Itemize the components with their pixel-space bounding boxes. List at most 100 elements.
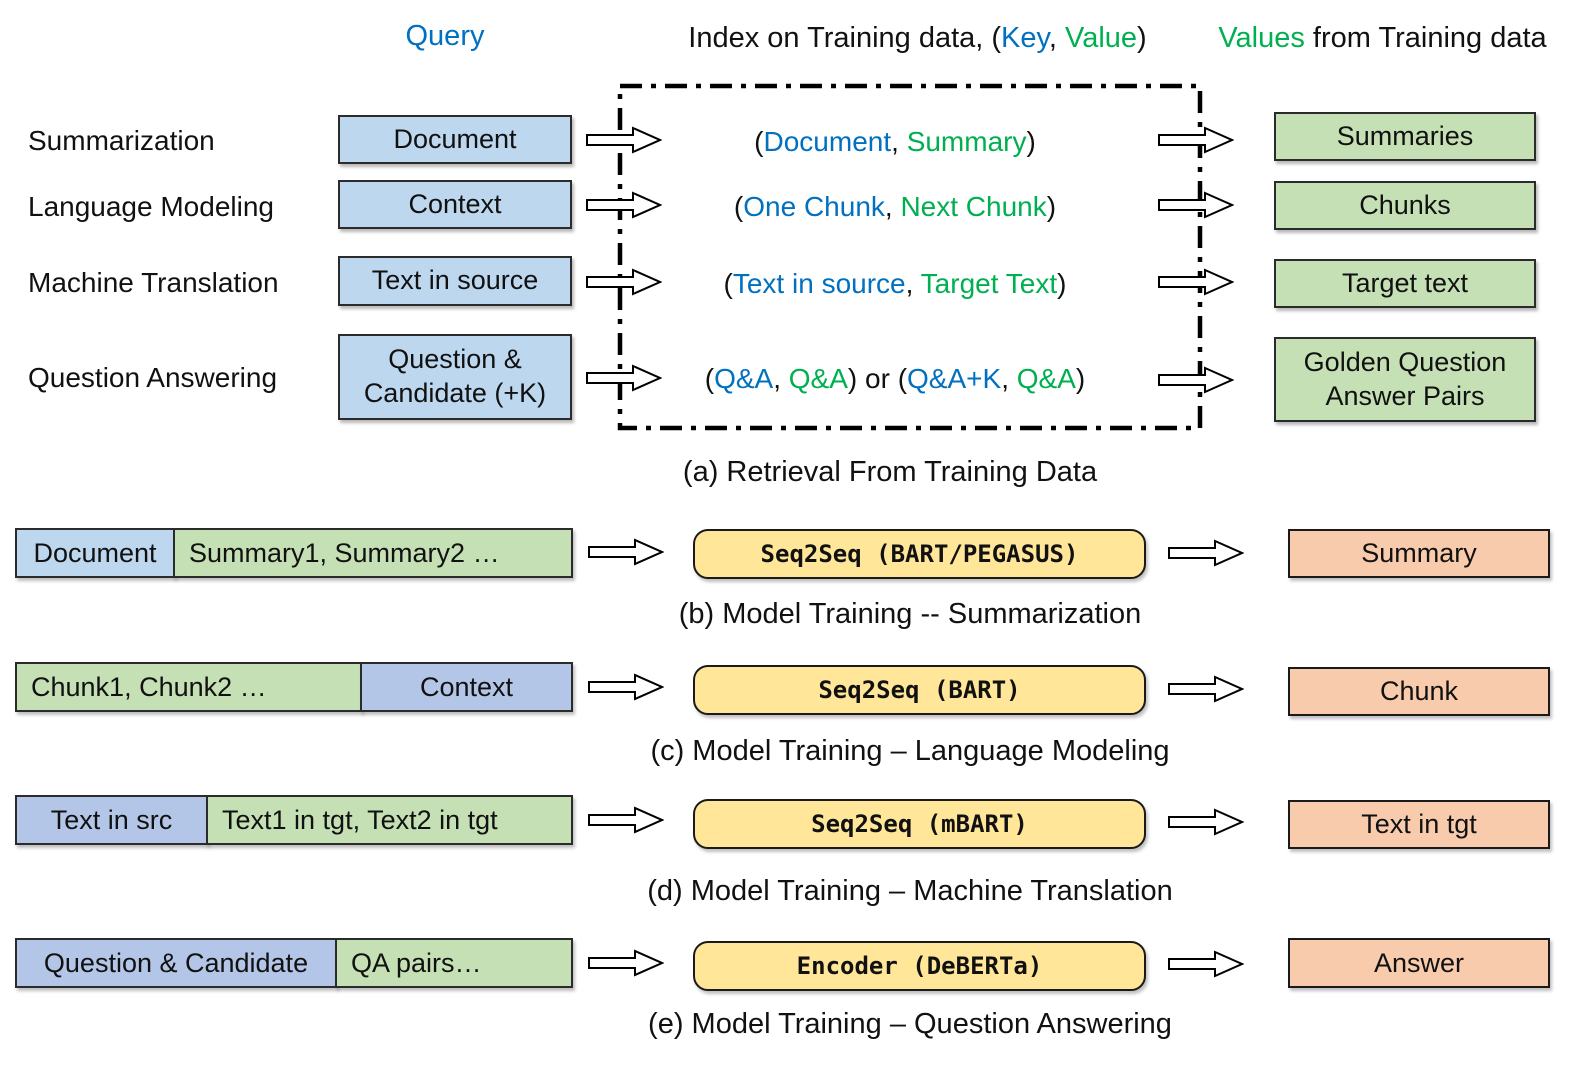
right-arrow-icon: [588, 673, 664, 701]
pair-comma: ,: [891, 126, 907, 157]
right-arrow-icon: [1158, 366, 1234, 394]
index-header-value: Value: [1065, 22, 1138, 54]
index-header-key: Key: [1001, 22, 1049, 54]
input-bar-question-answering: Question & Candidate QA pairs…: [15, 938, 573, 988]
index-header-prefix: Index on Training data, (: [688, 22, 1002, 54]
pair-close-paren: ): [1075, 363, 1086, 394]
model-label: Encoder (DeBERTa): [796, 952, 1043, 980]
segment-label: Question & Candidate: [43, 947, 309, 978]
caption-retrieval: (a) Retrieval From Training Data: [682, 456, 1098, 488]
output-box-chunk: Chunk: [1288, 667, 1550, 716]
result-box-label: Chunks: [1359, 189, 1451, 220]
result-box-chunks: Chunks: [1274, 181, 1536, 230]
pair-comma: ,: [905, 268, 921, 299]
model-box-seq2seq-bart-pegasus: Seq2Seq (BART/PEGASUS): [693, 529, 1146, 579]
caption-training-question-answering: (e) Model Training – Question Answering: [648, 1008, 1172, 1040]
query-box-label: Document: [393, 123, 517, 154]
input-segment-qa-pairs: QA pairs…: [335, 938, 573, 988]
model-box-seq2seq-mbart: Seq2Seq (mBART): [693, 799, 1146, 849]
segment-label: Text in src: [50, 804, 173, 835]
output-box-summary: Summary: [1288, 529, 1550, 578]
model-label: Seq2Seq (BART): [818, 676, 1021, 704]
model-label: Seq2Seq (BART/PEGASUS): [760, 540, 1079, 568]
input-segment-question-candidate: Question & Candidate: [15, 938, 337, 988]
query-column-header: Query: [405, 20, 485, 52]
task-label-language-modeling: Language Modeling: [28, 191, 274, 222]
right-arrow-icon: [586, 191, 662, 219]
output-label: Chunk: [1379, 676, 1459, 706]
pair-close-paren: ): [1046, 191, 1057, 222]
pair-comma: ,: [773, 363, 789, 394]
index-region-dashed-border: [617, 83, 1203, 431]
right-arrow-icon: [1168, 950, 1244, 978]
pair-key: One Chunk: [743, 191, 885, 222]
right-arrow-icon: [1158, 268, 1234, 296]
pair-open-paren: (: [704, 363, 715, 394]
pair-close-paren: ): [1026, 126, 1036, 157]
pair-open-paren: (: [754, 126, 764, 157]
query-box-document: Document: [338, 115, 572, 164]
input-segment-text-in-src: Text in src: [15, 795, 208, 845]
values-column-header: Values from Training data: [1195, 22, 1570, 55]
query-box-label: Question & Candidate (+K): [363, 344, 547, 408]
input-segment-summaries: Summary1, Summary2 …: [173, 528, 573, 578]
model-box-seq2seq-bart: Seq2Seq (BART): [693, 665, 1146, 715]
pair-value: Q&A: [788, 363, 848, 394]
task-label-question-answering: Question Answering: [28, 362, 278, 393]
pair-comma: ,: [884, 191, 901, 222]
pair-value: Summary: [906, 126, 1027, 157]
right-arrow-icon: [1168, 675, 1244, 703]
pair-value: Next Chunk: [900, 191, 1047, 222]
input-segment-context: Context: [360, 662, 573, 712]
pair-close-paren: ): [1057, 268, 1067, 299]
index-column-header: Index on Training data, (Key, Value): [635, 22, 1200, 55]
input-segment-chunks: Chunk1, Chunk2 …: [15, 662, 362, 712]
right-arrow-icon: [1158, 191, 1234, 219]
segment-label: Summary1, Summary2 …: [189, 537, 500, 568]
input-segment-document: Document: [15, 528, 175, 578]
index-header-suffix: ): [1137, 22, 1147, 54]
segment-label: Document: [33, 537, 157, 568]
values-header-highlight: Values: [1218, 22, 1305, 54]
result-box-label: Target text: [1341, 267, 1469, 298]
pair-open-paren: (: [723, 268, 733, 299]
pair-key: Q&A: [714, 363, 774, 394]
output-label: Answer: [1373, 947, 1465, 978]
values-header-rest: from Training data: [1304, 22, 1547, 54]
segment-label: Chunk1, Chunk2 …: [31, 671, 267, 702]
query-box-label: Text in source: [371, 265, 539, 296]
kv-pair-summarization: (Document, Summary): [645, 126, 1145, 158]
output-label: Text in tgt: [1361, 809, 1477, 839]
pair-key: Text in source: [732, 268, 906, 299]
right-arrow-icon: [588, 538, 664, 566]
output-box-answer: Answer: [1288, 938, 1550, 988]
query-box-context: Context: [338, 180, 572, 229]
output-label: Summary: [1361, 538, 1477, 568]
right-arrow-icon: [588, 806, 664, 834]
output-box-text-in-tgt: Text in tgt: [1288, 800, 1550, 849]
model-label: Seq2Seq (mBART): [811, 810, 1028, 838]
result-box-summaries: Summaries: [1274, 112, 1536, 161]
pair-mid: ) or (: [847, 363, 908, 394]
caption-training-machine-translation: (d) Model Training – Machine Translation: [647, 875, 1173, 907]
caption-training-language-modeling: (c) Model Training – Language Modeling: [650, 735, 1170, 767]
input-bar-language-modeling: Chunk1, Chunk2 … Context: [15, 662, 573, 712]
right-arrow-icon: [1168, 539, 1244, 567]
pair-key2: Q&A+K: [907, 363, 1002, 394]
pair-value2: Q&A: [1016, 363, 1076, 394]
query-box-question-candidate: Question & Candidate (+K): [338, 334, 572, 420]
kv-pair-question-answering: (Q&A, Q&A) or (Q&A+K, Q&A): [645, 363, 1145, 395]
input-bar-machine-translation: Text in src Text1 in tgt, Text2 in tgt: [15, 795, 573, 845]
right-arrow-icon: [1168, 808, 1244, 836]
result-box-label: Summaries: [1336, 120, 1474, 151]
pair-key: Document: [763, 126, 892, 157]
segment-label: Text1 in tgt, Text2 in tgt: [222, 804, 498, 835]
right-arrow-icon: [588, 949, 664, 977]
caption-training-summarization: (b) Model Training -- Summarization: [678, 598, 1142, 630]
pair-open-paren: (: [733, 191, 744, 222]
segment-label: Context: [419, 671, 514, 702]
input-bar-summarization: Document Summary1, Summary2 …: [15, 528, 573, 578]
right-arrow-icon: [586, 268, 662, 296]
segment-label: QA pairs…: [351, 947, 482, 978]
